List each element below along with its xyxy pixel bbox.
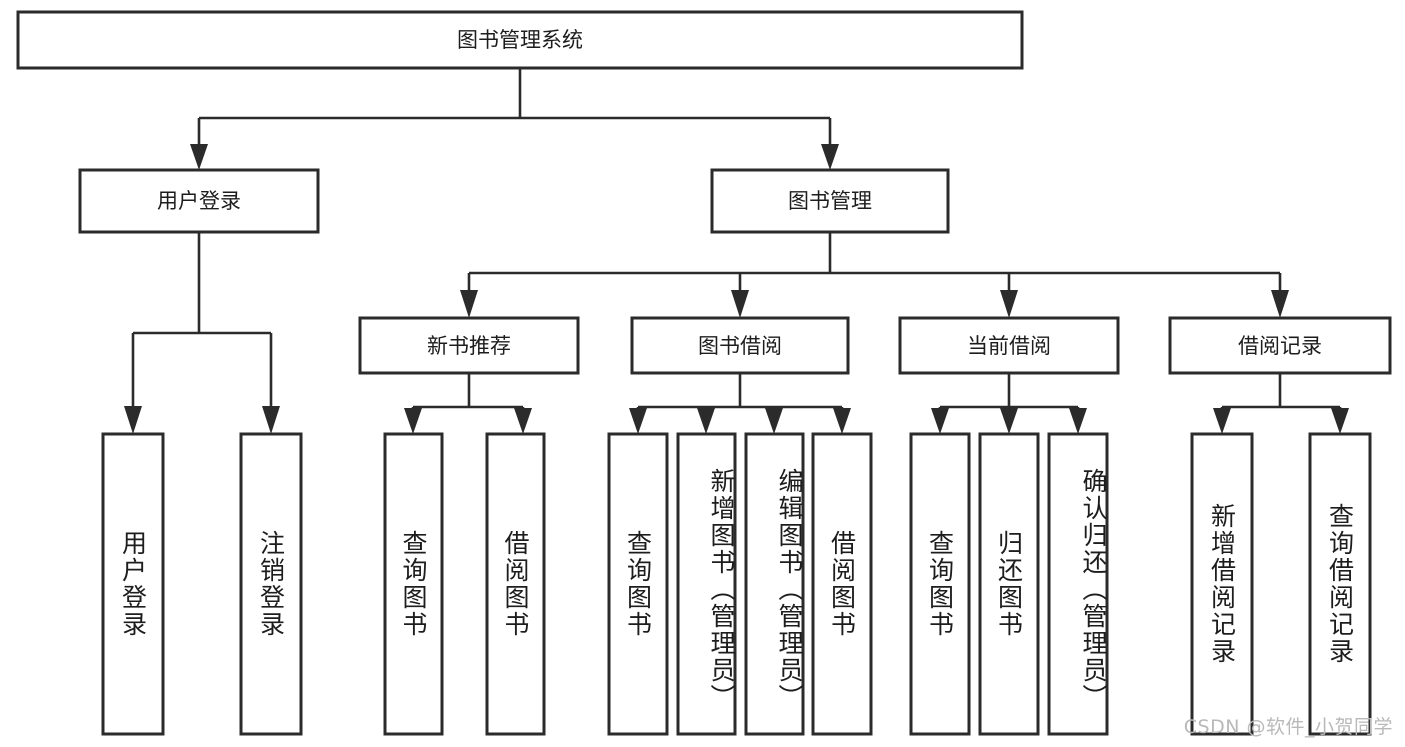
arrowhead-leaf-borrow-book [833,408,851,434]
arrowhead-leaf-query-book-rec [404,408,422,434]
arrowhead-leaf-add-borrow-record [1213,408,1231,434]
node-user-login-rect[interactable] [78,168,320,234]
leaf-confirm-return-admin-rect[interactable] [1047,432,1109,736]
node-book-management-label: 图书管理 [788,189,872,213]
node-book-borrow-label: 图书借阅 [698,334,782,358]
node-borrow-record-rect[interactable] [1168,316,1392,375]
node-new-book-recommend-rect[interactable] [358,316,580,375]
arrowhead-new-book-recommend [460,290,478,318]
node-root[interactable]: 图书管理系统 [16,10,1024,70]
leaf-user-login-rect[interactable] [101,432,165,736]
leaf-query-borrow-record-rect[interactable] [1308,432,1372,736]
arrowhead-leaf-return-book [1000,408,1018,434]
node-current-borrow-label: 当前借阅 [967,334,1051,358]
connectors [124,68,1349,434]
nodes: 图书管理系统 用户登录 图书管理 新书推荐 图书借阅 [16,10,1392,736]
leaf-return-book-rect[interactable] [978,432,1040,736]
arrowhead-user-login [190,144,208,170]
arrowhead-leaf-add-book-admin [697,408,715,434]
leaf-query-book-borrow-rect[interactable] [607,432,669,736]
arrowhead-leaf-edit-book-admin [765,408,783,434]
node-new-book-recommend[interactable]: 新书推荐 [358,316,580,375]
csdn-watermark: CSDN @软件_小贺同学 [1183,716,1393,738]
node-book-borrow-rect[interactable] [630,316,850,375]
leaf-add-borrow-record-rect[interactable] [1190,432,1254,736]
node-current-borrow[interactable]: 当前借阅 [898,316,1120,375]
leaf-edit-book-admin-rect[interactable] [744,432,805,736]
node-book-management-rect[interactable] [710,168,950,234]
leaf-query-book-rec-rect[interactable] [383,432,444,736]
node-current-borrow-rect[interactable] [898,316,1120,375]
node-user-login-label: 用户登录 [157,189,241,213]
node-new-book-recommend-label: 新书推荐 [427,334,511,358]
arrowhead-leaf-query-book-current [931,408,949,434]
arrowhead-leaf-query-borrow-record [1331,408,1349,434]
leaf-add-book-admin-rect[interactable] [676,432,737,736]
arrowhead-borrow-record [1271,290,1289,318]
node-user-login[interactable]: 用户登录 [78,168,320,234]
leaf-nodes [101,432,1372,736]
arrowhead-leaf-user-logout [262,406,280,434]
arrowhead-book-borrow [731,290,749,318]
arrowhead-current-borrow [1000,290,1018,318]
leaf-borrow-book-rec-rect[interactable] [485,432,546,736]
leaf-user-logout-rect[interactable] [239,432,303,736]
arrowhead-leaf-borrow-book-rec [514,408,532,434]
arrowhead-leaf-query-book-borrow [629,408,647,434]
node-book-borrow[interactable]: 图书借阅 [630,316,850,375]
node-book-management[interactable]: 图书管理 [710,168,950,234]
arrowhead-book-management [821,144,839,170]
leaf-borrow-book-rect[interactable] [811,432,873,736]
node-root-rect[interactable] [16,10,1024,70]
node-borrow-record-label: 借阅记录 [1238,334,1322,358]
arrowhead-leaf-confirm-return-admin [1069,408,1087,434]
leaf-query-book-current-rect[interactable] [909,432,971,736]
node-root-label: 图书管理系统 [457,28,583,52]
arrowhead-leaf-user-login [124,406,142,434]
node-borrow-record[interactable]: 借阅记录 [1168,316,1392,375]
